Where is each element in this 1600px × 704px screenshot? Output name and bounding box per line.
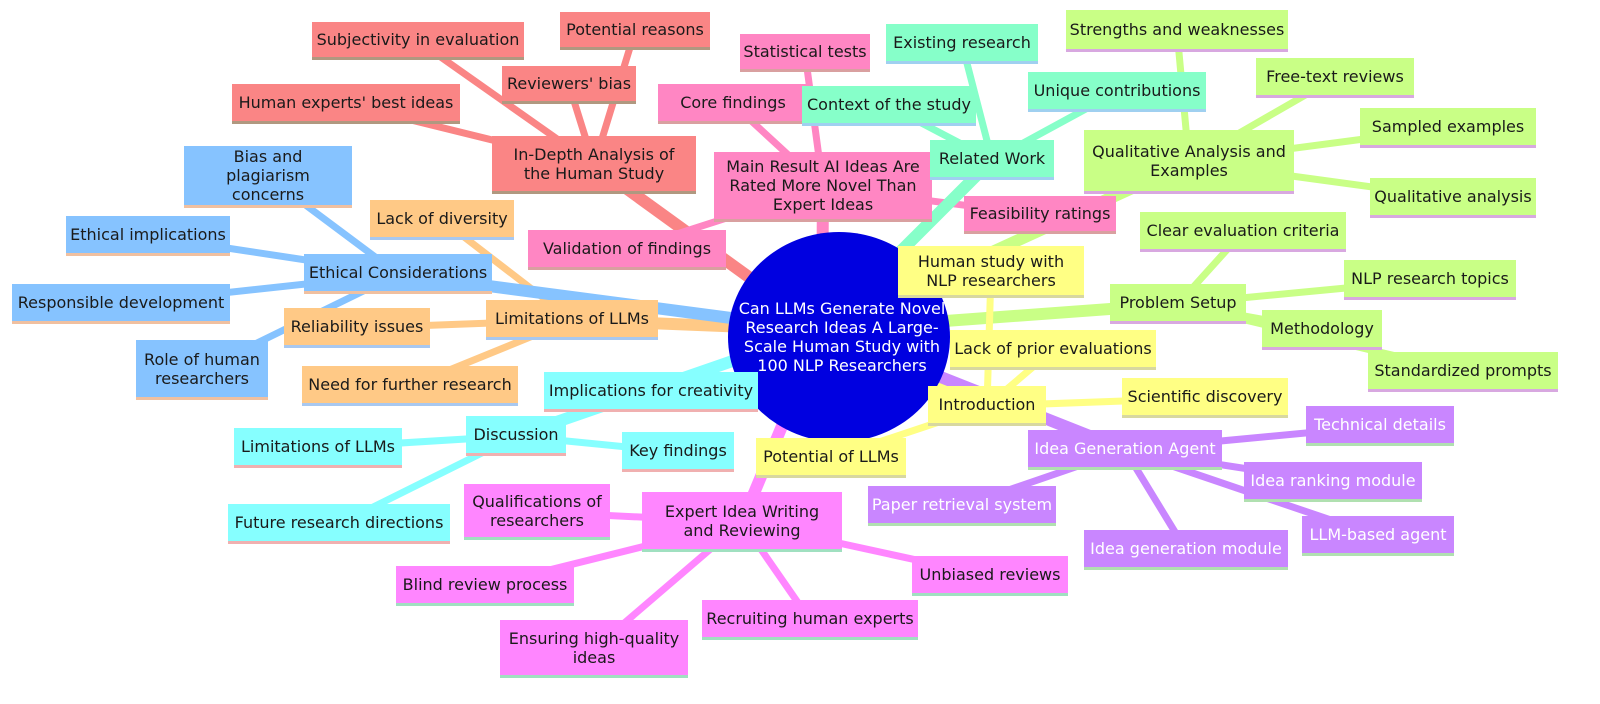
branch-expert-idea-writing: Expert Idea Writing and Reviewing [642,492,842,552]
child-node-statistical-tests: Statistical tests [740,34,870,72]
branch-human-study: In-Depth Analysis of the Human Study [492,136,696,194]
child-node-reviewers-bias: Reviewers' bias [502,66,636,104]
child-node-future-research-directions: Future research directions [228,504,450,544]
child-node-implications-for-creativity: Implications for creativity [544,372,758,412]
child-node-clear-evaluation-criteria: Clear evaluation criteria [1140,212,1346,252]
branch-idea-generation-agent: Idea Generation Agent [1028,430,1222,470]
child-node-unbiased-reviews: Unbiased reviews [912,556,1068,596]
branch-main-result: Main Result AI Ideas Are Rated More Nove… [714,152,932,222]
child-node-strengths-and-weaknesses: Strengths and weaknesses [1066,10,1288,52]
child-node-standardized-prompts: Standardized prompts [1368,352,1558,392]
child-node-human-study-with-nlp-researchers: Human study with NLP researchers [898,246,1084,298]
child-node-paper-retrieval-system: Paper retrieval system [868,486,1056,526]
branch-introduction: Introduction [928,386,1046,426]
child-node-potential-reasons: Potential reasons [560,12,710,50]
child-node-free-text-reviews: Free-text reviews [1256,58,1414,98]
branch-problem-setup: Problem Setup [1110,284,1246,324]
child-node-responsible-development: Responsible development [12,284,230,324]
child-node-idea-generation-module: Idea generation module [1084,530,1288,570]
child-node-reliability-issues: Reliability issues [284,308,430,348]
child-node-lack-of-diversity: Lack of diversity [370,200,514,240]
child-node-recruiting-human-experts: Recruiting human experts [702,600,918,640]
root-node-label: Can LLMs Generate Novel Research Ideas A… [738,299,946,375]
child-node-limitations-of-llms: Limitations of LLMs [234,428,402,468]
child-node-scientific-discovery: Scientific discovery [1122,378,1288,418]
child-node-validation-of-findings: Validation of findings [528,230,726,270]
child-node-qualitative-analysis: Qualitative analysis [1370,178,1536,218]
child-node-subjectivity-in-evaluation: Subjectivity in evaluation [312,22,524,60]
child-node-ethical-implications: Ethical implications [66,216,230,256]
child-node-methodology: Methodology [1262,310,1382,350]
child-node-need-for-further-research: Need for further research [302,366,518,406]
child-node-llm-based-agent: LLM-based agent [1302,516,1454,556]
child-node-qualifications-of-researchers: Qualifications of researchers [464,484,610,540]
child-node-technical-details: Technical details [1306,406,1454,446]
child-node-ensuring-high-quality-ideas: Ensuring high-quality ideas [500,620,688,678]
child-node-blind-review-process: Blind review process [396,566,574,606]
child-node-bias-and-plagiarism-concerns: Bias and plagiarism concerns [184,146,352,208]
child-node-human-experts-best-ideas: Human experts' best ideas [232,84,460,124]
child-node-role-of-human-researchers: Role of human researchers [136,340,268,400]
branch-qualitative-analysis: Qualitative Analysis and Examples [1084,130,1294,194]
child-node-unique-contributions: Unique contributions [1028,72,1206,112]
branch-ethical-considerations: Ethical Considerations [304,254,492,294]
child-node-existing-research: Existing research [886,24,1038,64]
child-node-feasibility-ratings: Feasibility ratings [964,196,1116,234]
child-node-potential-of-llms: Potential of LLMs [756,438,906,478]
child-node-idea-ranking-module: Idea ranking module [1244,462,1422,502]
child-node-core-findings: Core findings [658,84,808,124]
child-node-nlp-research-topics: NLP research topics [1344,260,1516,300]
child-node-sampled-examples: Sampled examples [1360,108,1536,148]
child-node-lack-of-prior-evaluations: Lack of prior evaluations [950,330,1156,370]
child-node-context-of-the-study: Context of the study [802,86,976,126]
branch-discussion: Discussion [466,416,566,456]
branch-related-work: Related Work [930,140,1054,180]
child-node-key-findings: Key findings [622,432,734,472]
branch-limitations-of-llms: Limitations of LLMs [486,300,658,340]
